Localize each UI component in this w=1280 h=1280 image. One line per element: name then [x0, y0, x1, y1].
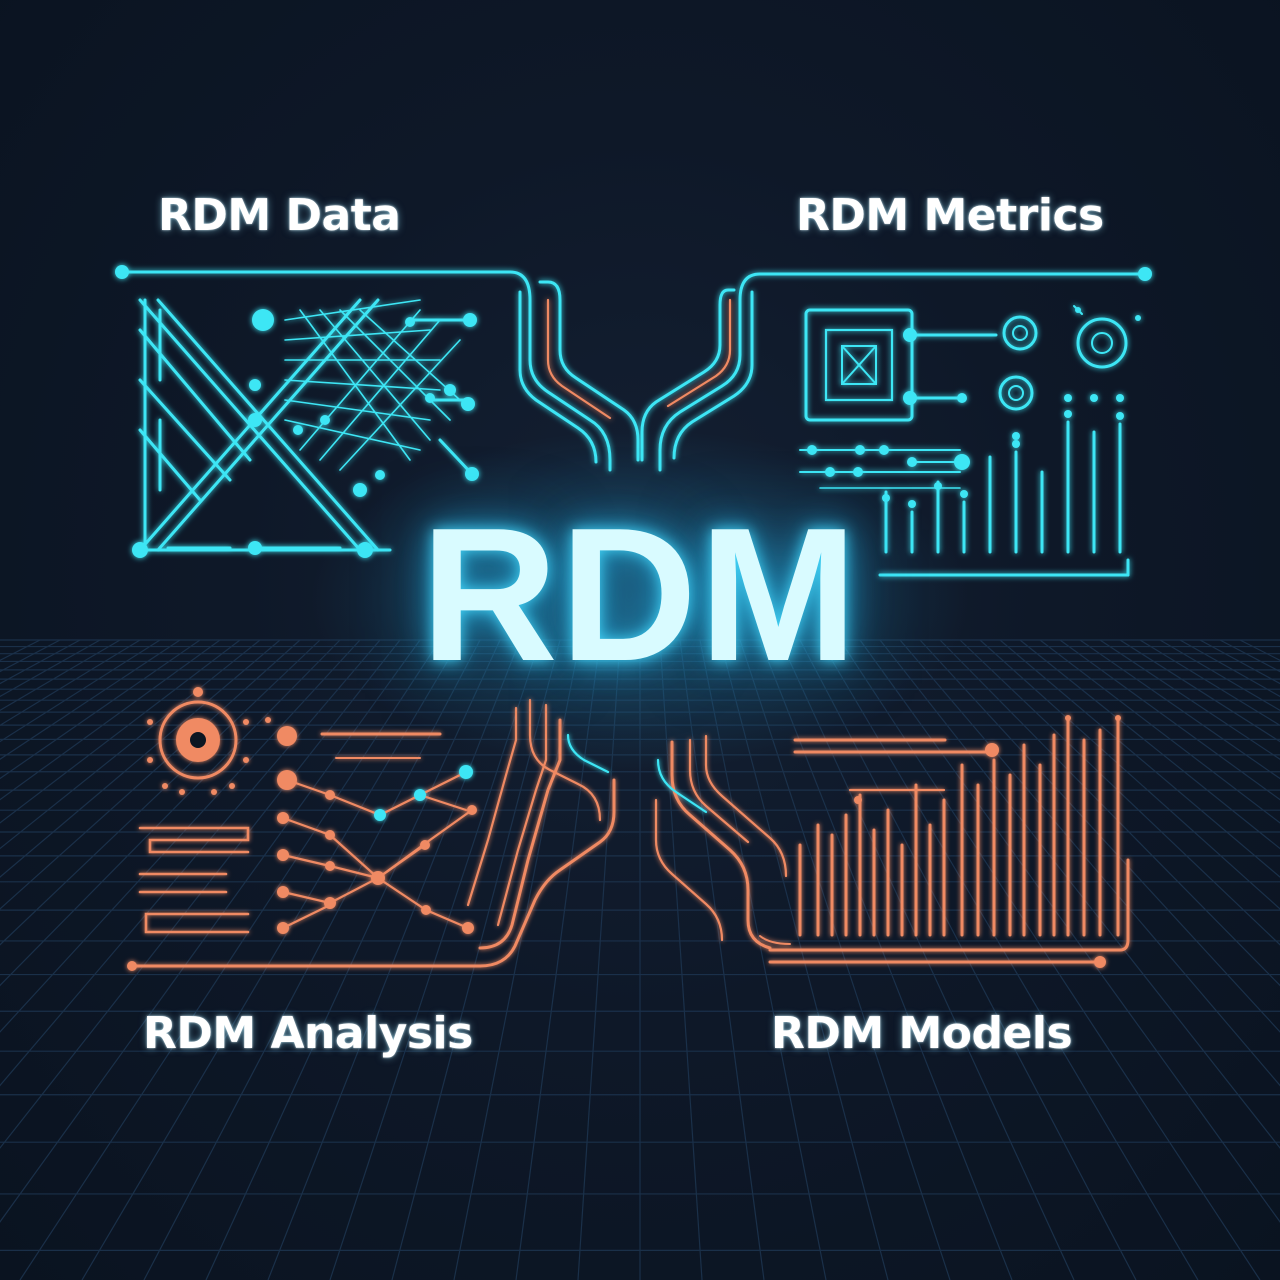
grid-line	[0, 639, 421, 1223]
grid-line	[0, 639, 101, 698]
label-rdm-metrics: RDM Metrics	[796, 190, 1104, 241]
grid-line	[143, 639, 481, 1280]
grid-line	[879, 639, 1280, 1149]
grid-line	[0, 639, 361, 1033]
node-graph-icon	[127, 687, 616, 971]
grid-line	[1059, 639, 1280, 801]
grid-line	[0, 639, 381, 1087]
grid-line	[1179, 639, 1280, 698]
metric-bar-cap	[934, 482, 942, 490]
metric-bar-cap	[1012, 440, 1020, 448]
grid-line	[0, 639, 41, 661]
model-bar-cap	[1115, 715, 1121, 721]
grid-line	[1159, 639, 1280, 712]
grid-line	[919, 639, 1280, 1033]
grid-line	[1079, 639, 1280, 780]
metric-bar-cap	[1012, 432, 1020, 440]
grid-line	[1239, 639, 1280, 661]
model-bars	[798, 715, 1121, 937]
grid-line	[0, 639, 401, 1149]
spectrum-bars-icon	[654, 715, 1130, 968]
grid-line	[0, 639, 121, 712]
grid-line	[1039, 639, 1280, 824]
metric-bar-cap	[1064, 394, 1072, 402]
label-rdm-data: RDM Data	[158, 190, 401, 241]
grid-line	[0, 639, 81, 685]
metric-bar-cap	[1090, 394, 1098, 402]
bar-meter-icon	[640, 267, 1152, 577]
grid-line	[205, 639, 501, 1280]
grid-line	[0, 639, 301, 910]
center-glow	[310, 430, 970, 770]
grid-line	[799, 639, 1137, 1280]
grid-line	[81, 639, 461, 1280]
grid-line	[939, 639, 1280, 987]
grid-line	[899, 639, 1280, 1087]
grid-line	[819, 639, 1199, 1280]
grid-line	[0, 639, 241, 824]
grid-line	[0, 639, 221, 801]
grid-line	[1119, 639, 1280, 743]
grid-line	[979, 639, 1280, 910]
grid-line	[859, 639, 1280, 1223]
metric-bar-cap	[882, 494, 890, 502]
grid-line	[0, 639, 281, 878]
metric-bar-cap	[1116, 412, 1124, 420]
grid-line	[0, 639, 161, 743]
label-rdm-analysis: RDM Analysis	[143, 1008, 473, 1059]
grid-line	[1139, 639, 1280, 727]
grid-line	[0, 639, 201, 780]
grid-line	[1099, 639, 1280, 760]
grid-line	[19, 639, 441, 1280]
grid-line	[999, 639, 1280, 878]
grid-line	[0, 639, 141, 727]
network-mesh-icon	[115, 265, 640, 558]
metric-bars	[882, 394, 1124, 554]
grid-line	[0, 639, 261, 850]
grid-line	[959, 639, 1280, 946]
metric-bar-cap	[1116, 394, 1124, 402]
grid-line	[0, 639, 181, 760]
model-bar-cap	[1065, 715, 1071, 721]
grid-line	[779, 639, 1075, 1280]
grid-line	[1199, 639, 1280, 685]
metric-bar-cap	[908, 500, 916, 508]
grid-line	[1019, 639, 1280, 850]
center-title: RDM	[420, 489, 860, 701]
metric-bar-cap	[960, 490, 968, 498]
grid-line	[839, 639, 1261, 1280]
metric-bar-cap	[1064, 410, 1072, 418]
label-rdm-models: RDM Models	[771, 1008, 1073, 1059]
